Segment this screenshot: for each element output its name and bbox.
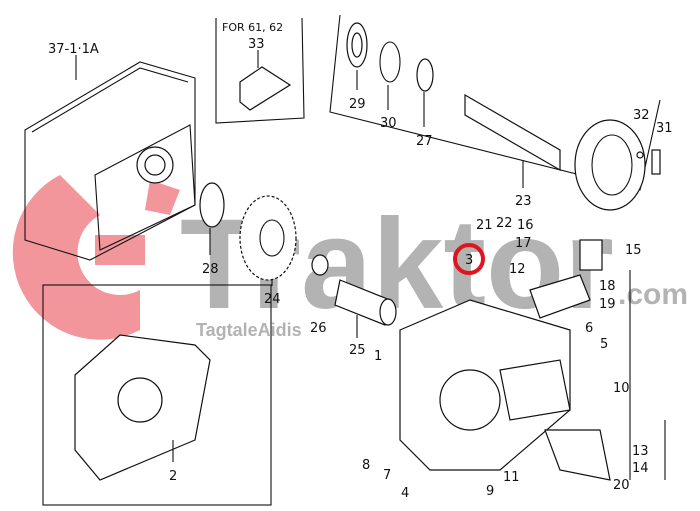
part-label-28[interactable]: 28: [202, 262, 219, 277]
part-label-12[interactable]: 12: [509, 262, 526, 277]
part-label-26[interactable]: 26: [310, 321, 327, 336]
part-label-32[interactable]: 32: [633, 108, 650, 123]
part-label-7[interactable]: 7: [383, 468, 391, 483]
part-label-9[interactable]: 9: [486, 484, 494, 499]
part-labels: 37-1·1A FOR 61, 62 33 29 30 27 23 32 31 …: [48, 21, 673, 501]
part-label-14[interactable]: 14: [632, 461, 649, 476]
part-label-24[interactable]: 24: [264, 292, 281, 307]
part-label-6[interactable]: 6: [585, 321, 593, 336]
part-label-29[interactable]: 29: [349, 97, 366, 112]
inset-note: FOR 61, 62: [222, 21, 283, 34]
part-label-2[interactable]: 2: [169, 469, 177, 484]
inset-part-33: [215, 17, 305, 124]
assembly-ref-label: 37-1·1A: [48, 42, 99, 57]
output-shaft-group: [329, 14, 661, 211]
watermark-domain: .com: [618, 278, 688, 311]
part-label-16[interactable]: 16: [517, 218, 534, 233]
inset-part-2: [42, 284, 272, 506]
watermark-sub: TagtaleAidis: [196, 320, 302, 340]
part-label-21[interactable]: 21: [476, 218, 493, 233]
part-label-10[interactable]: 10: [613, 381, 630, 396]
part-label-19[interactable]: 19: [599, 297, 616, 312]
part-label-33[interactable]: 33: [248, 37, 265, 52]
part-label-27[interactable]: 27: [416, 134, 433, 149]
part-label-11[interactable]: 11: [503, 470, 520, 485]
part-label-8[interactable]: 8: [362, 458, 370, 473]
gear-logo-icon: [12, 175, 180, 340]
part-label-5[interactable]: 5: [600, 337, 608, 352]
part-label-3[interactable]: 3: [465, 253, 473, 268]
part-label-30[interactable]: 30: [380, 116, 397, 131]
part-label-17[interactable]: 17: [515, 236, 532, 251]
part-label-1[interactable]: 1: [374, 349, 382, 364]
highlight-circle: [453, 243, 485, 275]
part-label-13[interactable]: 13: [632, 444, 649, 459]
part-label-4[interactable]: 4: [401, 486, 409, 501]
part-label-15[interactable]: 15: [625, 243, 642, 258]
part-label-18[interactable]: 18: [599, 279, 616, 294]
housing-37-1-1a: [24, 55, 196, 261]
part-label-31[interactable]: 31: [656, 121, 673, 136]
part-label-23[interactable]: 23: [515, 194, 532, 209]
part-label-22[interactable]: 22: [496, 216, 513, 231]
housing-part-1: [399, 239, 666, 481]
part-label-25[interactable]: 25: [349, 343, 366, 358]
gear-group: [199, 182, 397, 338]
part-label-20[interactable]: 20: [613, 478, 630, 493]
